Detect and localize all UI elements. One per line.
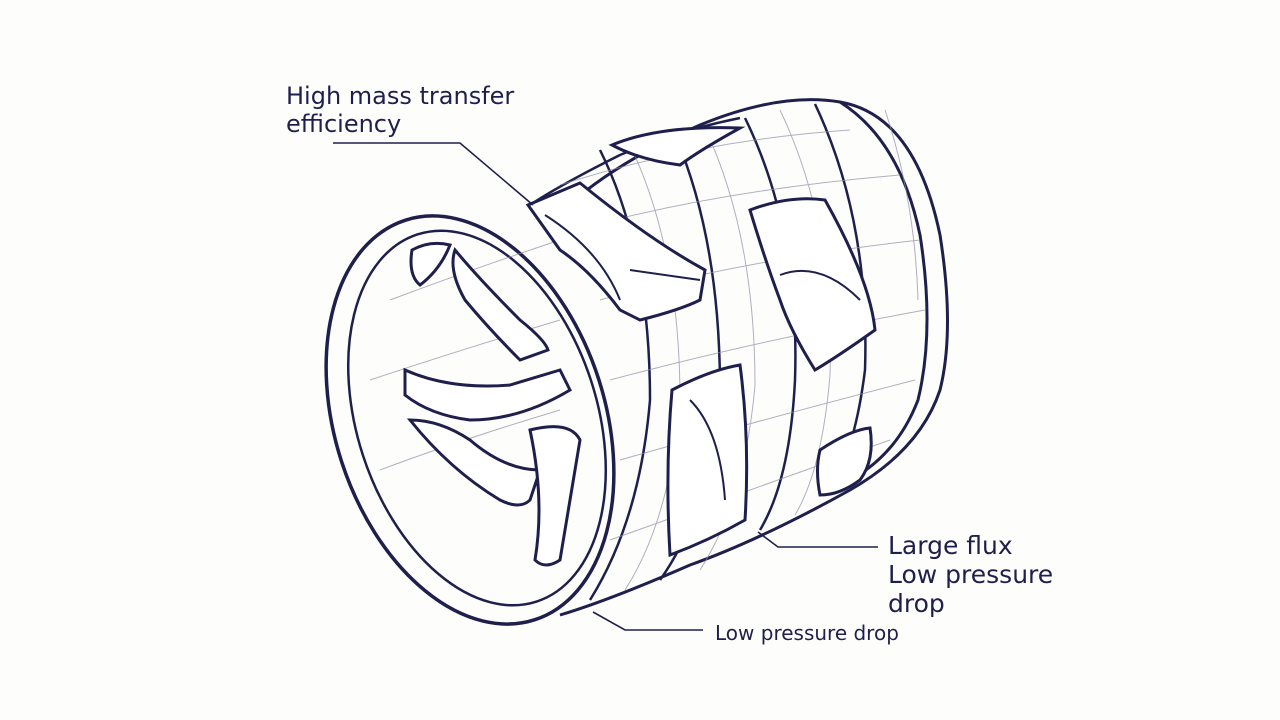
callout-bottom-label: Low pressure drop [715, 621, 899, 645]
front-rim [324, 214, 616, 626]
window-upper-right [748, 197, 877, 373]
window-lower-right [816, 426, 873, 497]
window-lower-center [666, 363, 749, 558]
window-upper-center [525, 181, 707, 322]
leader-right [757, 531, 878, 548]
leader-bottom [592, 611, 703, 631]
leader-top [333, 142, 534, 206]
window-top-rear [608, 126, 746, 167]
interior-tongues [403, 241, 582, 567]
band-lines [529, 103, 867, 601]
callout-right-label: Large flux Low pressure drop [888, 531, 1054, 618]
callout-top-label: High mass transfer efficiency [286, 82, 515, 138]
cylinder-body [558, 98, 949, 617]
callout-leaders [333, 142, 878, 631]
